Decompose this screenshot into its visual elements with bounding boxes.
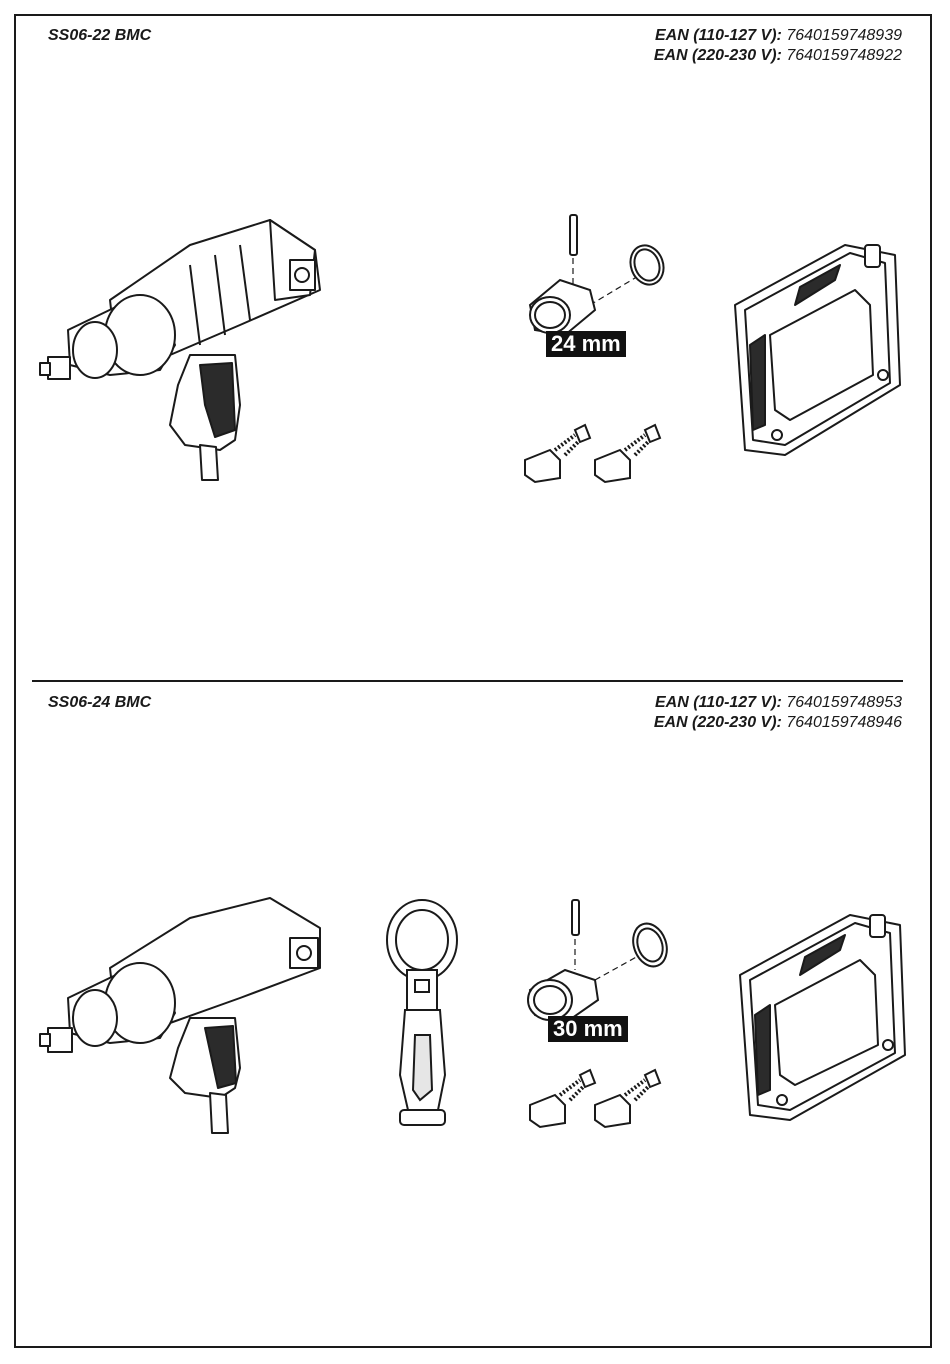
side-handle-illustration (380, 895, 465, 1135)
ean-line: EAN (220-230 V): 7640159748946 (654, 713, 902, 733)
carbon-brushes-illustration (520, 420, 670, 490)
ean-line: EAN (110-127 V): 7640159748953 (654, 693, 902, 713)
model-title: SS06-24 BMC (48, 693, 151, 713)
carbon-brushes-illustration (525, 1065, 675, 1135)
ean-label: EAN (220-230 V): (654, 714, 782, 731)
carry-case-illustration (725, 235, 905, 460)
ean-line: EAN (110-127 V): 7640159748939 (654, 26, 902, 46)
ean-value: 7640159748953 (786, 694, 902, 711)
socket-set-illustration (520, 210, 680, 350)
impact-wrench-illustration (40, 205, 330, 490)
ean-block: EAN (110-127 V): 7640159748939 EAN (220-… (654, 26, 902, 66)
socket-size-badge: 30 mm (548, 1016, 628, 1042)
ean-line: EAN (220-230 V): 7640159748922 (654, 46, 902, 66)
carry-case-illustration (730, 905, 910, 1125)
ean-label: EAN (110-127 V): (655, 27, 782, 44)
model-title: SS06-22 BMC (48, 26, 151, 46)
ean-value: 7640159748939 (786, 27, 902, 44)
ean-label: EAN (220-230 V): (654, 47, 782, 64)
ean-value: 7640159748946 (786, 714, 902, 731)
ean-value: 7640159748922 (786, 47, 902, 64)
socket-size-badge: 24 mm (546, 331, 626, 357)
section-divider (32, 680, 903, 682)
impact-wrench-illustration (40, 888, 330, 1138)
ean-block: EAN (110-127 V): 7640159748953 EAN (220-… (654, 693, 902, 733)
socket-set-illustration (520, 895, 680, 1035)
ean-label: EAN (110-127 V): (655, 694, 782, 711)
